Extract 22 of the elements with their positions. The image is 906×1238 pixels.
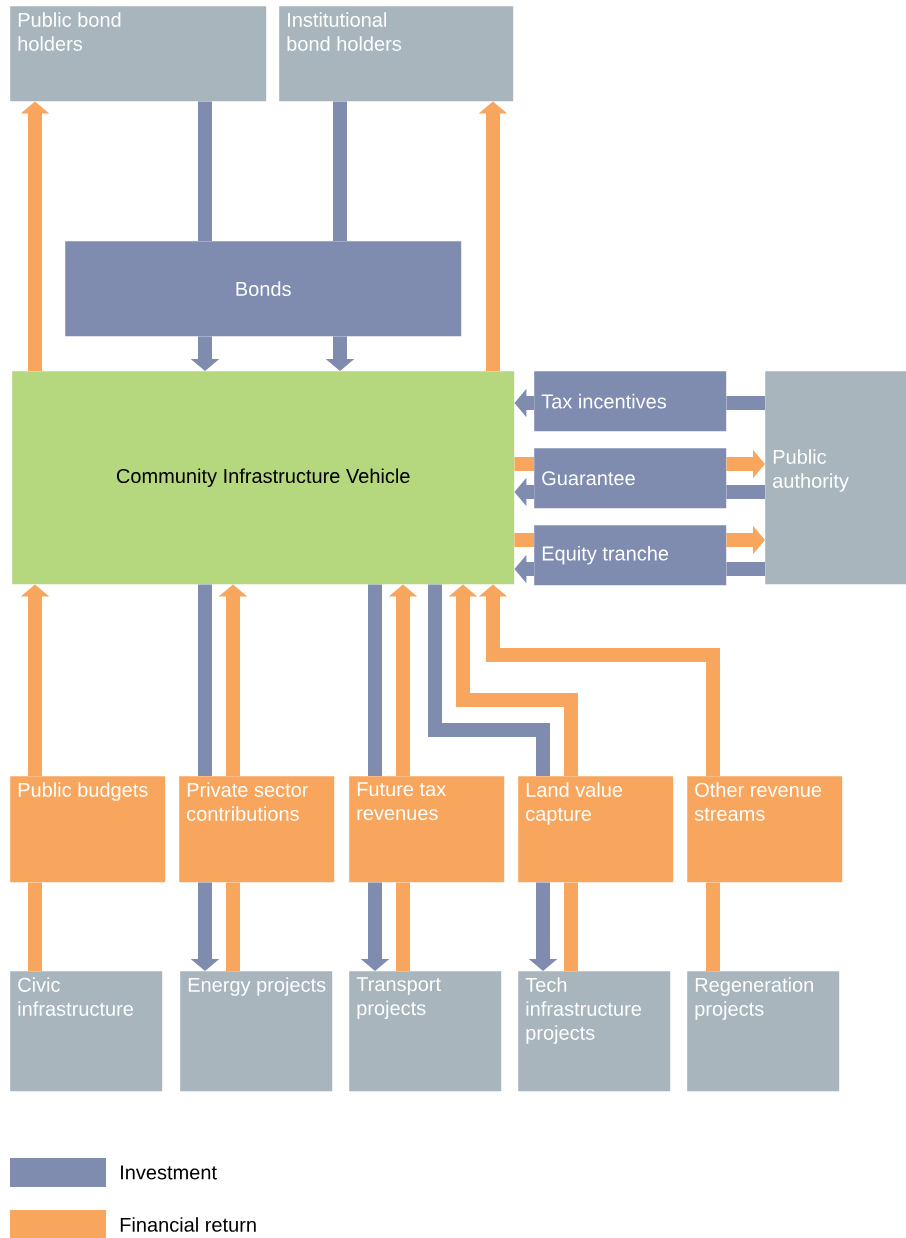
instrument-box: Equity tranche: [534, 525, 727, 586]
revenue-box: Public budgets: [10, 776, 166, 883]
instrument-box: Tax incentives: [534, 371, 727, 432]
project-box: Transport projects: [349, 971, 502, 1092]
revenue-box: Land value capture: [518, 776, 674, 883]
project-box: Tech infrastructure projects: [518, 971, 671, 1092]
legend-label: Financial return: [120, 1217, 256, 1232]
holder-box: Institutional bond holders: [279, 6, 514, 102]
project-box: Civic infrastructure: [10, 971, 163, 1092]
project-box: Regeneration projects: [687, 971, 840, 1092]
arrow: [448, 584, 578, 776]
revenue-box: Future tax revenues: [349, 776, 505, 883]
legend-label: Investment: [121, 1165, 217, 1180]
holder-box: Public bond holders: [10, 6, 267, 102]
vehicle-box: Community Infrastructure Vehicle: [12, 371, 515, 585]
project-box: Energy projects: [180, 971, 333, 1092]
revenue-box: Private sector contributions: [179, 776, 335, 883]
arrow: [478, 584, 720, 776]
bonds-box: Bonds: [65, 241, 462, 337]
instrument-box: Guarantee: [534, 448, 727, 509]
revenue-box: Other revenue streams: [687, 776, 843, 883]
authority-box: Public authority: [765, 371, 906, 585]
